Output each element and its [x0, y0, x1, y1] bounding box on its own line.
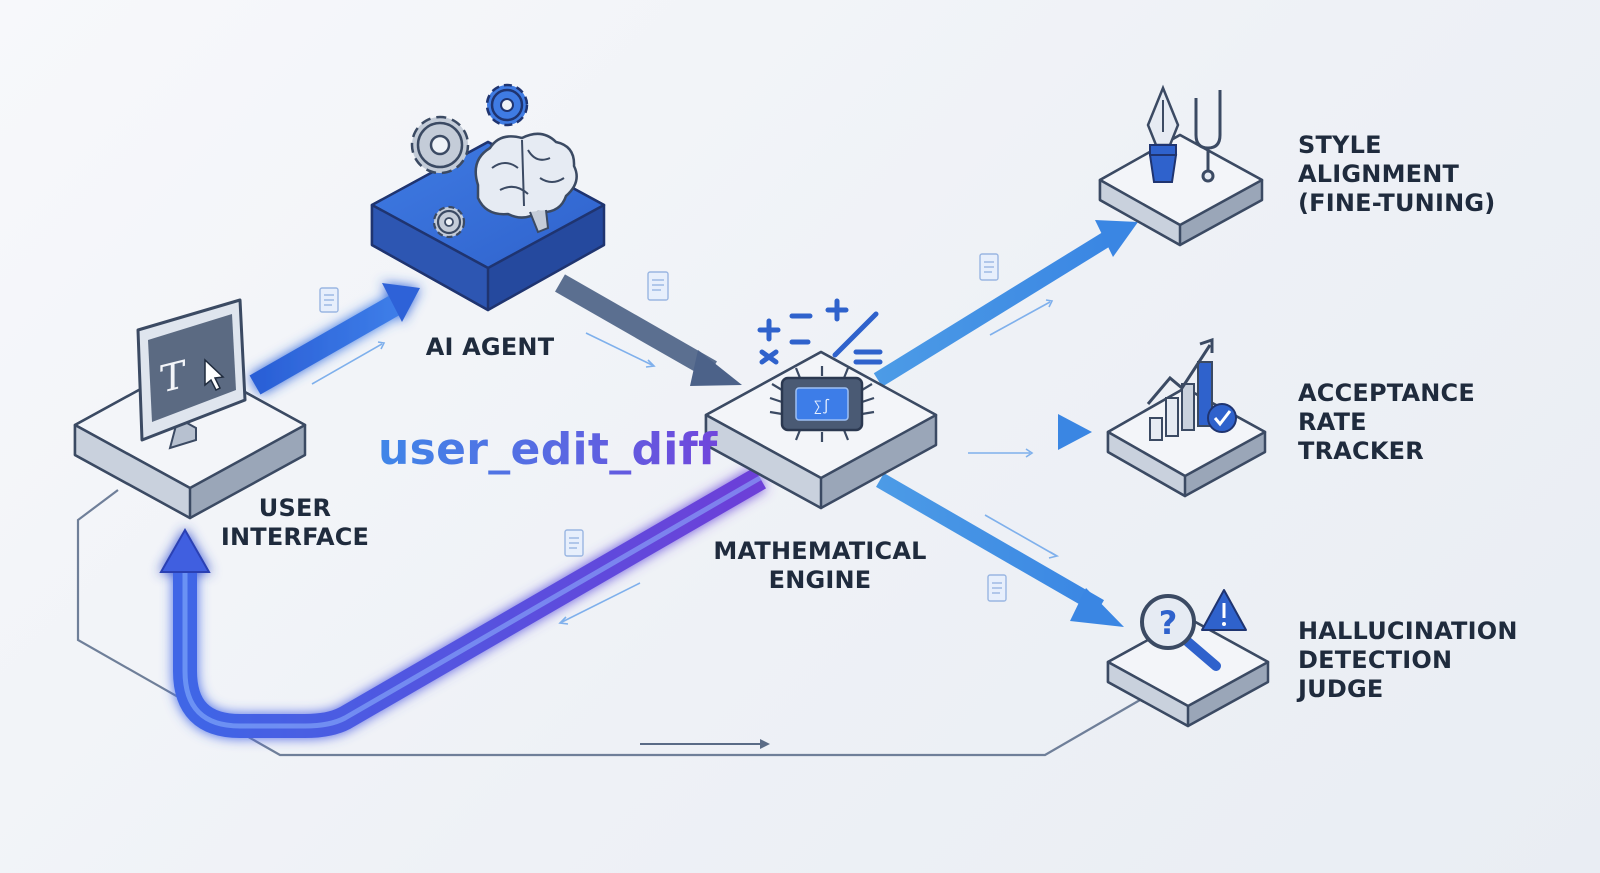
svg-text:∑∫: ∑∫: [814, 398, 831, 415]
user-interface-node: T: [73, 298, 307, 520]
user-edit-diff-label: user_edit_diff: [378, 424, 718, 475]
flow-ticks: [311, 299, 1060, 625]
user-edit-diff-flow: [159, 467, 767, 738]
warning-icon: [1201, 589, 1247, 631]
gear-icon-bottom: [432, 205, 466, 239]
svg-text:?: ?: [1159, 604, 1178, 642]
label-line: USER: [258, 494, 332, 522]
agent-to-engine-arrow: [555, 274, 742, 386]
engine-to-tracker-arrow: [935, 414, 1092, 450]
hallucination-judge-label: HALLUCINATION DETECTION JUDGE: [1298, 617, 1558, 704]
brain-icon: [474, 132, 578, 234]
acceptance-tracker-label: ACCEPTANCE RATE TRACKER: [1298, 379, 1528, 466]
pen-nib-icon: [1146, 84, 1180, 183]
document-icons: [319, 253, 1007, 602]
tuning-fork-icon: [1194, 90, 1222, 183]
label-line: ALIGNMENT: [1298, 160, 1460, 188]
svg-text:T: T: [160, 352, 186, 403]
engine-to-judge-arrow: [876, 473, 1124, 627]
label-line: DETECTION: [1298, 646, 1453, 674]
label-line: ACCEPTANCE: [1298, 379, 1475, 407]
acceptance-tracker-node: [1106, 337, 1267, 498]
label-line: RATE: [1298, 408, 1367, 436]
ui-to-agent-arrow: [249, 283, 420, 395]
bar-chart-icon: [1149, 361, 1213, 441]
chip-icon: ∑∫: [769, 366, 875, 442]
magnifier-icon: ?: [1140, 594, 1221, 671]
monitor-icon: T: [136, 298, 247, 450]
label-line: (FINE-TUNING): [1298, 189, 1496, 217]
engine-to-style-arrow: [873, 220, 1138, 387]
math-symbols-icon: [757, 298, 883, 365]
label-line: MATHEMATICAL: [713, 537, 927, 565]
ai-agent-label: AI AGENT: [410, 333, 570, 362]
feedback-loop-arrow: [640, 739, 770, 749]
label-line: HALLUCINATION: [1298, 617, 1518, 645]
style-alignment-node: [1098, 84, 1264, 247]
label-line: ENGINE: [768, 566, 872, 594]
gear-icon-small: [485, 83, 529, 127]
math-engine-label: MATHEMATICAL ENGINE: [710, 537, 930, 595]
hallucination-judge-node: ?: [1106, 589, 1270, 728]
label-line: STYLE: [1298, 131, 1382, 159]
gear-icon: [410, 115, 470, 175]
style-alignment-label: STYLE ALIGNMENT (FINE-TUNING): [1298, 131, 1528, 218]
trend-arrow-icon: [1146, 337, 1214, 405]
check-badge-icon: [1207, 403, 1237, 433]
math-engine-node: ∑∫: [704, 298, 938, 510]
user-interface-label: USER INTERFACE: [200, 494, 390, 552]
label-line: INTERFACE: [220, 523, 370, 551]
label-line: AI AGENT: [425, 333, 555, 361]
ai-agent-node: [370, 83, 606, 312]
label-line: TRACKER: [1298, 437, 1424, 465]
label-line: JUDGE: [1298, 675, 1384, 703]
